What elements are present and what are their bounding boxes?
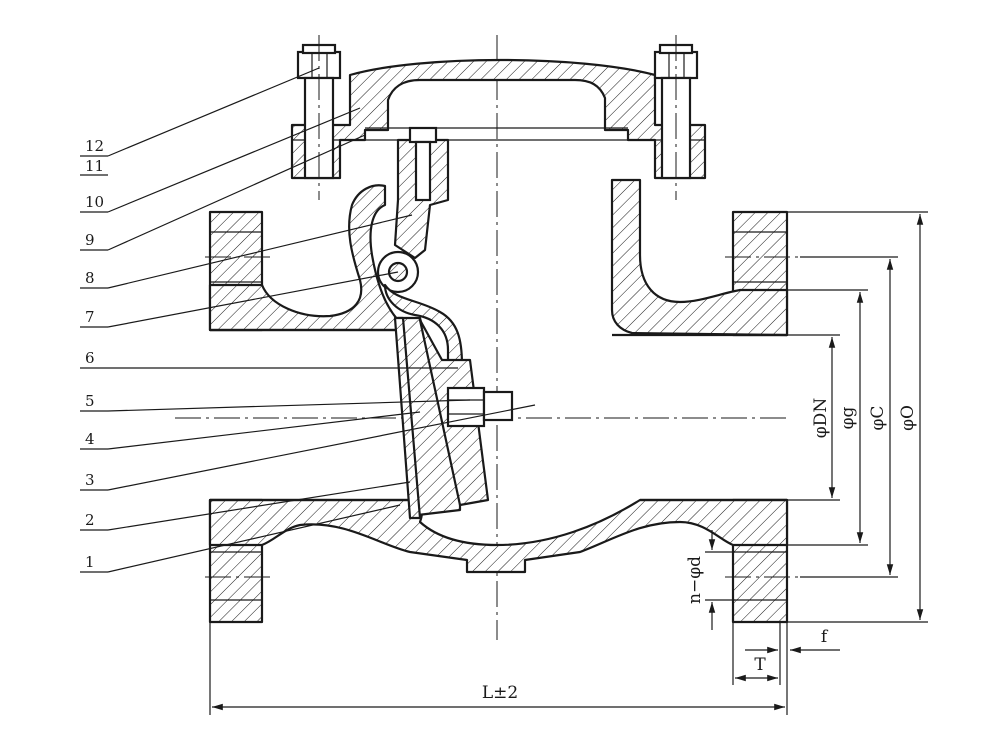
o-label: φO — [898, 405, 918, 431]
part-label-8: 8 — [85, 269, 95, 287]
part-label-3: 3 — [85, 471, 95, 489]
dimension-length: L±2 — [209, 622, 788, 715]
g-label: φg — [838, 406, 858, 429]
bonnet — [290, 58, 707, 180]
holes-label: n−φd — [685, 556, 705, 604]
dimension-t-f: T f — [732, 622, 840, 685]
valve-body — [208, 178, 789, 574]
disc-nut — [446, 386, 514, 428]
part-label-5: 5 — [85, 392, 95, 410]
c-label: φC — [868, 406, 888, 431]
part-label-1: 1 — [85, 553, 95, 571]
right-bolt — [653, 35, 699, 200]
length-label: L±2 — [482, 683, 518, 703]
part-labels: 12 11 10 9 8 7 6 5 4 3 2 1 — [85, 137, 104, 571]
left-bolt — [296, 35, 342, 200]
diameter-dimensions: φDN φg φC φO — [787, 211, 928, 623]
part-label-6: 6 — [85, 349, 95, 367]
part-label-12: 12 — [85, 137, 104, 155]
part-label-4: 4 — [85, 430, 95, 448]
left-flange — [205, 210, 270, 624]
t-label: T — [754, 655, 766, 675]
right-flange — [725, 210, 800, 624]
part-label-11: 11 — [85, 157, 104, 175]
part-label-2: 2 — [85, 511, 95, 529]
part-label-7: 7 — [85, 308, 95, 326]
part-leaders — [80, 67, 536, 573]
hinge-bracket — [393, 126, 450, 260]
f-label: f — [821, 627, 829, 647]
part-label-9: 9 — [85, 231, 95, 249]
dn-label: φDN — [811, 398, 831, 439]
dimension-holes: n−φd — [685, 530, 735, 630]
part-label-10: 10 — [85, 193, 104, 211]
